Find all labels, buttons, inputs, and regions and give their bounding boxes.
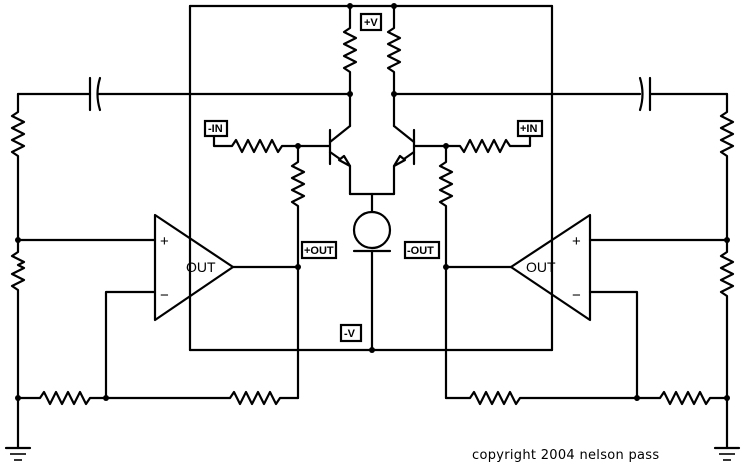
minus-in-label: -IN xyxy=(208,123,223,135)
minus-v-label: -V xyxy=(344,328,356,340)
left-opamp-label: OUT xyxy=(186,259,216,275)
left-opamp-plus: + xyxy=(160,233,169,250)
junction-dots xyxy=(15,3,730,401)
feedback-top-wire xyxy=(16,76,729,112)
right-opamp-plus: + xyxy=(572,233,581,250)
left-opamp-minus: − xyxy=(160,287,169,304)
plus-in-label: +IN xyxy=(520,123,537,135)
minus-out-label: -OUT xyxy=(407,245,434,257)
plus-out-label: +OUT xyxy=(304,245,334,257)
right-output-node xyxy=(412,134,532,400)
right-divider xyxy=(444,92,741,461)
left-output-node xyxy=(212,134,332,400)
net-labels: +V -IN +IN +OUT -OUT -V xyxy=(203,12,544,343)
right-opamp: + − OUT xyxy=(444,213,639,400)
differential-pair xyxy=(328,4,416,352)
right-opamp-minus: − xyxy=(572,287,581,304)
left-opamp: + − OUT xyxy=(104,213,300,400)
left-divider xyxy=(4,92,300,461)
copyright-text: copyright 2004 nelson pass xyxy=(472,448,659,463)
right-opamp-label: OUT xyxy=(526,259,556,275)
plus-v-label: +V xyxy=(364,17,378,29)
